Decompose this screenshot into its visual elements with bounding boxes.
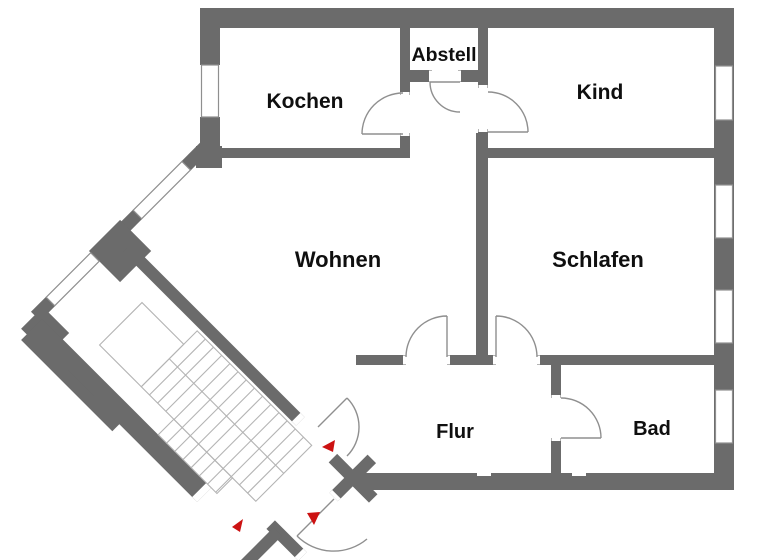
door-entrance — [296, 498, 368, 552]
diagonal-section — [21, 142, 378, 560]
stair-treads — [149, 338, 304, 494]
wall-nw-pillar — [88, 219, 152, 283]
window-schlafen-lower — [714, 289, 734, 344]
jamb-bad-bottom — [551, 438, 561, 441]
jamb-vestibule-bar-end — [329, 489, 341, 502]
wall-wohnen-stair — [122, 243, 305, 426]
wall-top — [200, 8, 734, 28]
entrance-arrows — [232, 440, 335, 532]
jamb-wohnen-stair-end — [291, 412, 305, 426]
wall-left-upper — [200, 8, 220, 65]
window-bad-right — [714, 389, 734, 444]
entrance-direction-arrow-icon — [307, 512, 320, 525]
window-kochen-left — [200, 64, 220, 118]
room-label-kochen: Kochen — [266, 90, 343, 113]
jamb-bad-top — [551, 395, 561, 398]
wall-vestibule-bar-sw — [329, 454, 377, 502]
door-wohnen-flur — [405, 315, 448, 358]
wall-entrance-corner-v — [240, 527, 283, 560]
wall-flur-bad-upper — [551, 365, 561, 398]
room-label-flur: Flur — [436, 421, 474, 443]
wall-abstell-south-right — [458, 70, 480, 82]
stair-treads-lower — [166, 427, 232, 493]
jamb-schlafen-right — [537, 355, 540, 365]
entrance-direction-arrow-icon — [322, 440, 335, 452]
wall-kind-south — [488, 148, 714, 158]
door-kochen — [361, 92, 404, 135]
jamb-abstell-right — [458, 70, 461, 82]
wall-kochen-abstell — [400, 25, 410, 95]
wall-abstell-kind — [478, 25, 488, 88]
window-schlafen-upper — [714, 184, 734, 239]
room-label-schlafen: Schlafen — [552, 247, 644, 272]
stair-flight-lower-outline — [157, 418, 234, 495]
room-label-abstell: Abstell — [411, 44, 476, 66]
room-label-bad: Bad — [633, 418, 671, 440]
jamb-schlafen-left — [493, 355, 496, 365]
wall-bottom — [360, 473, 734, 490]
wall-abstell-south-left — [410, 70, 432, 82]
door-abstell — [429, 81, 461, 113]
wall-right — [714, 8, 734, 490]
jamb-entrance-corner-end — [294, 548, 307, 560]
jamb-bottom-wall-a — [477, 473, 491, 476]
room-labels: Kochen Abstell Kind Wohnen Schlafen Flur… — [266, 44, 670, 443]
door-vestibule-wohnen — [317, 397, 360, 457]
jamb-bottom-wall-b — [572, 473, 586, 476]
door-jambs — [400, 70, 586, 476]
wall-sw-outer — [28, 318, 212, 502]
jamb-kochen-top — [400, 92, 410, 95]
wall-sw-outer-bump — [21, 331, 121, 432]
windows — [200, 64, 734, 444]
jamb-kind-top — [478, 85, 488, 88]
door-schlafen — [495, 315, 538, 358]
staircase — [98, 301, 313, 503]
jamb-sw-wall-end — [192, 482, 212, 502]
jamb-kind-bottom — [478, 129, 488, 132]
door-bad — [560, 397, 602, 439]
jamb-wohnen-flur-left — [403, 355, 406, 365]
window-stairwell-lower — [45, 251, 101, 307]
wall-wohnen-schlafen — [476, 133, 488, 357]
wall-kochen-abstell-stub — [400, 133, 410, 158]
jamb-kochen-bottom — [400, 133, 410, 136]
room-label-wohnen: Wohnen — [295, 247, 381, 272]
wall-flur-north-c — [537, 355, 714, 365]
window-stairwell-upper — [132, 160, 192, 220]
jamb-wohnen-flur-right — [447, 355, 450, 365]
entrance-direction-arrow-icon — [232, 519, 243, 532]
window-kind-right — [714, 65, 734, 121]
wall-nw-strip-top — [180, 142, 210, 172]
wall-flur-north-a — [356, 355, 406, 365]
wall-flur-bad-lower — [551, 438, 561, 473]
door-kind — [487, 91, 529, 133]
interior-walls — [197, 25, 714, 473]
wall-kochen-south — [197, 148, 408, 158]
jamb-abstell-left — [429, 70, 432, 82]
wall-flur-north-b — [447, 355, 496, 365]
room-label-kind: Kind — [577, 81, 624, 104]
